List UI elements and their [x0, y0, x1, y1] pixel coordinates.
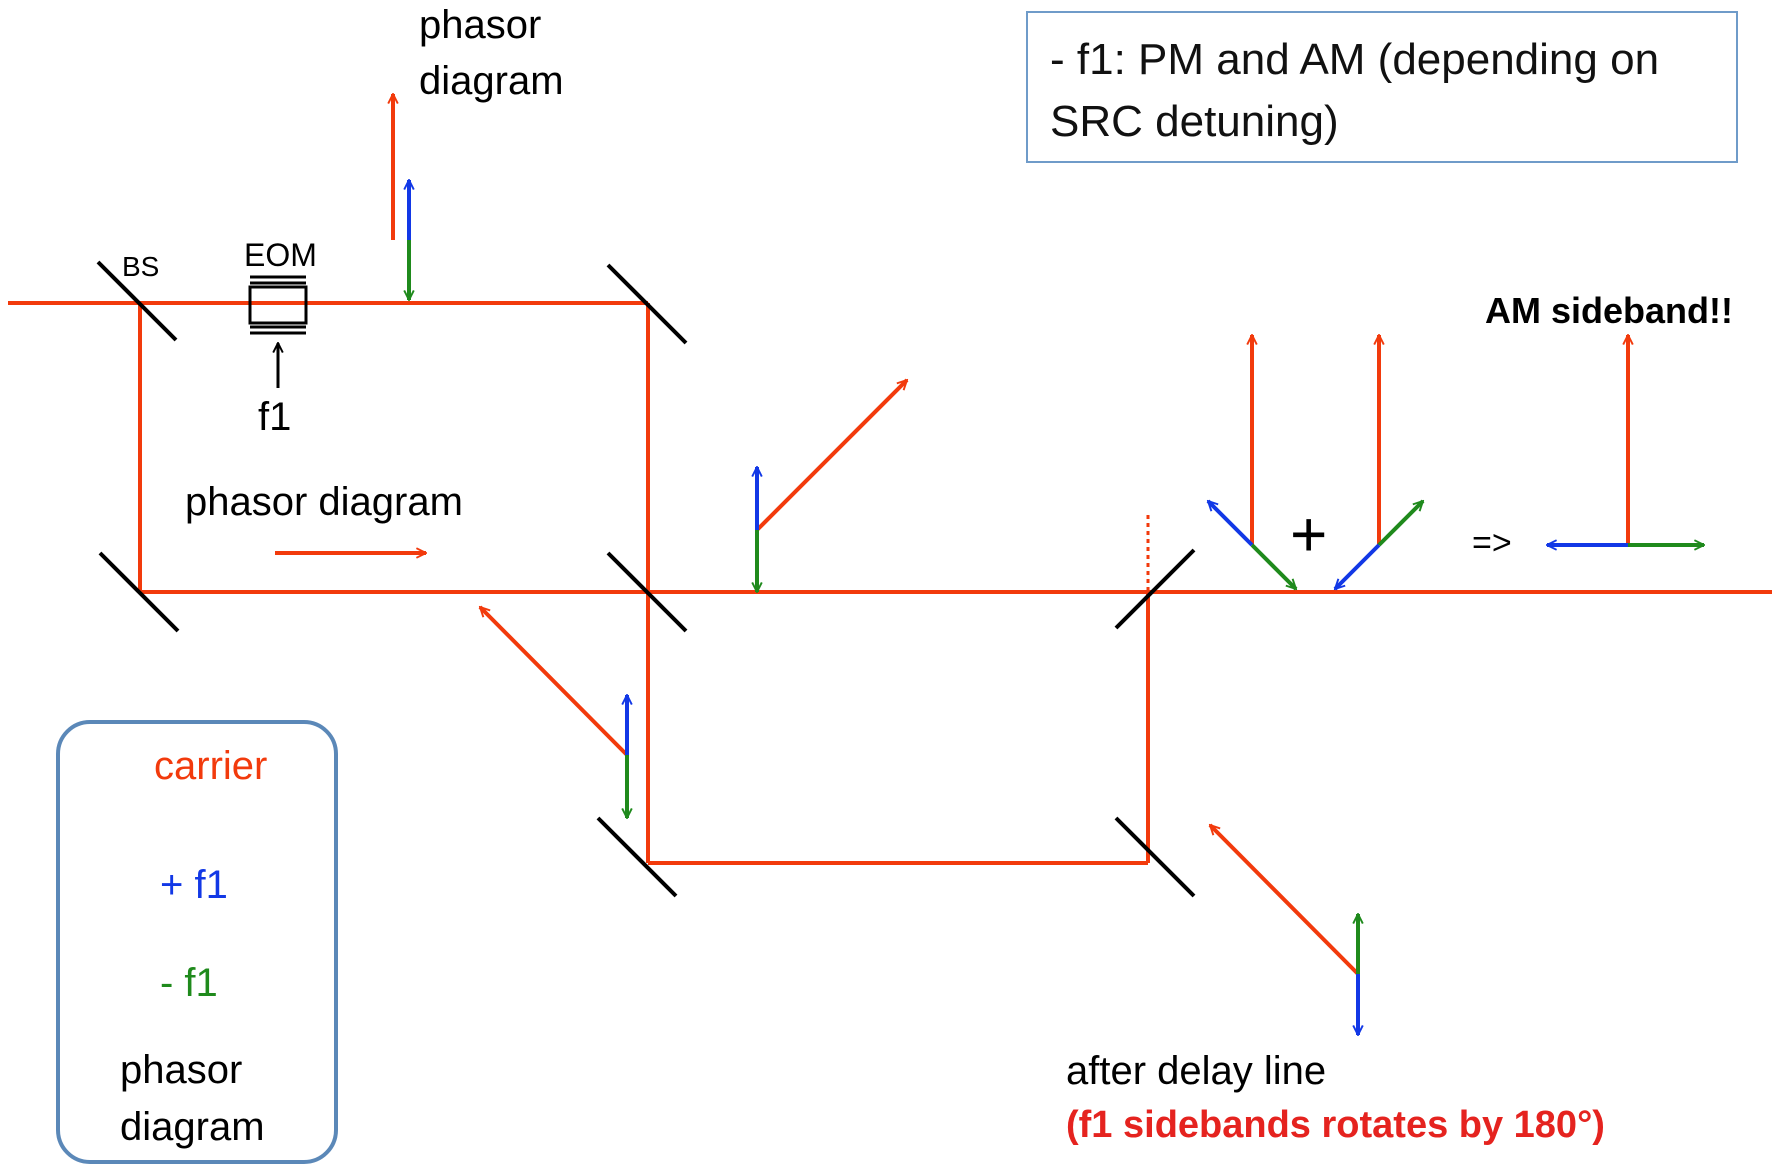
label-eom: EOM	[244, 237, 317, 273]
label-after-delay-line: after delay line	[1066, 1049, 1327, 1093]
legend-title-line1: phasor	[120, 1048, 243, 1092]
legend-label-minus-f1: - f1	[160, 961, 218, 1005]
mirror-center-splitter	[606, 551, 688, 633]
beam-path	[8, 301, 1772, 865]
info-box: - f1: PM and AM (depending on SRC detuni…	[1026, 11, 1738, 163]
mirror-delay-bottom-left	[596, 816, 678, 898]
label-rotation-note: (f1 sidebands rotates by 180°)	[1066, 1104, 1605, 1146]
phasor-top	[393, 94, 409, 300]
label-phasor-top-line1: phasor	[419, 3, 542, 47]
info-box-text: - f1: PM and AM (depending on SRC detuni…	[1050, 35, 1660, 146]
carrier-phasor-diagonal-icon	[480, 607, 629, 757]
label-implies: =>	[1472, 524, 1512, 562]
carrier-phasor-diagonal-icon	[755, 380, 907, 532]
phasor-center-lower	[480, 607, 627, 818]
mirror-top-right	[606, 263, 688, 345]
phasor-sum-right	[1335, 335, 1423, 589]
legend-label-carrier: carrier	[154, 744, 268, 788]
optics	[96, 260, 1196, 898]
label-bs: BS	[122, 251, 160, 282]
phasor-center-upper	[757, 380, 907, 592]
upper-sideband-phasor-icon	[1335, 543, 1381, 589]
phasor-sum-left	[1208, 335, 1296, 589]
lower-sideband-phasor-icon	[1250, 543, 1296, 589]
lower-sideband-phasor-icon	[1377, 501, 1423, 547]
legend-box	[56, 720, 338, 1164]
eom-modulator	[248, 275, 308, 335]
beam-splitter-mirror	[96, 260, 178, 342]
legend-label-plus-f1: + f1	[160, 863, 228, 907]
legend-title-line2: diagram	[120, 1105, 265, 1149]
phasor-after-delay	[1210, 825, 1358, 1035]
label-phasor-top-line2: diagram	[419, 59, 564, 103]
mirror-delay-top-right	[1114, 548, 1196, 630]
label-phasor-mid: phasor diagram	[185, 480, 463, 524]
carrier-phasor-diagonal-icon	[1210, 825, 1360, 976]
mirror-bottom-left	[98, 551, 180, 633]
label-plus: +	[1290, 498, 1328, 570]
label-am-sideband: AM sideband!!	[1485, 290, 1733, 331]
mirror-delay-bottom-right	[1114, 816, 1196, 898]
label-f1-drive: f1	[258, 395, 292, 439]
upper-sideband-phasor-icon	[1208, 501, 1254, 547]
phasor-result-am	[1547, 335, 1704, 545]
